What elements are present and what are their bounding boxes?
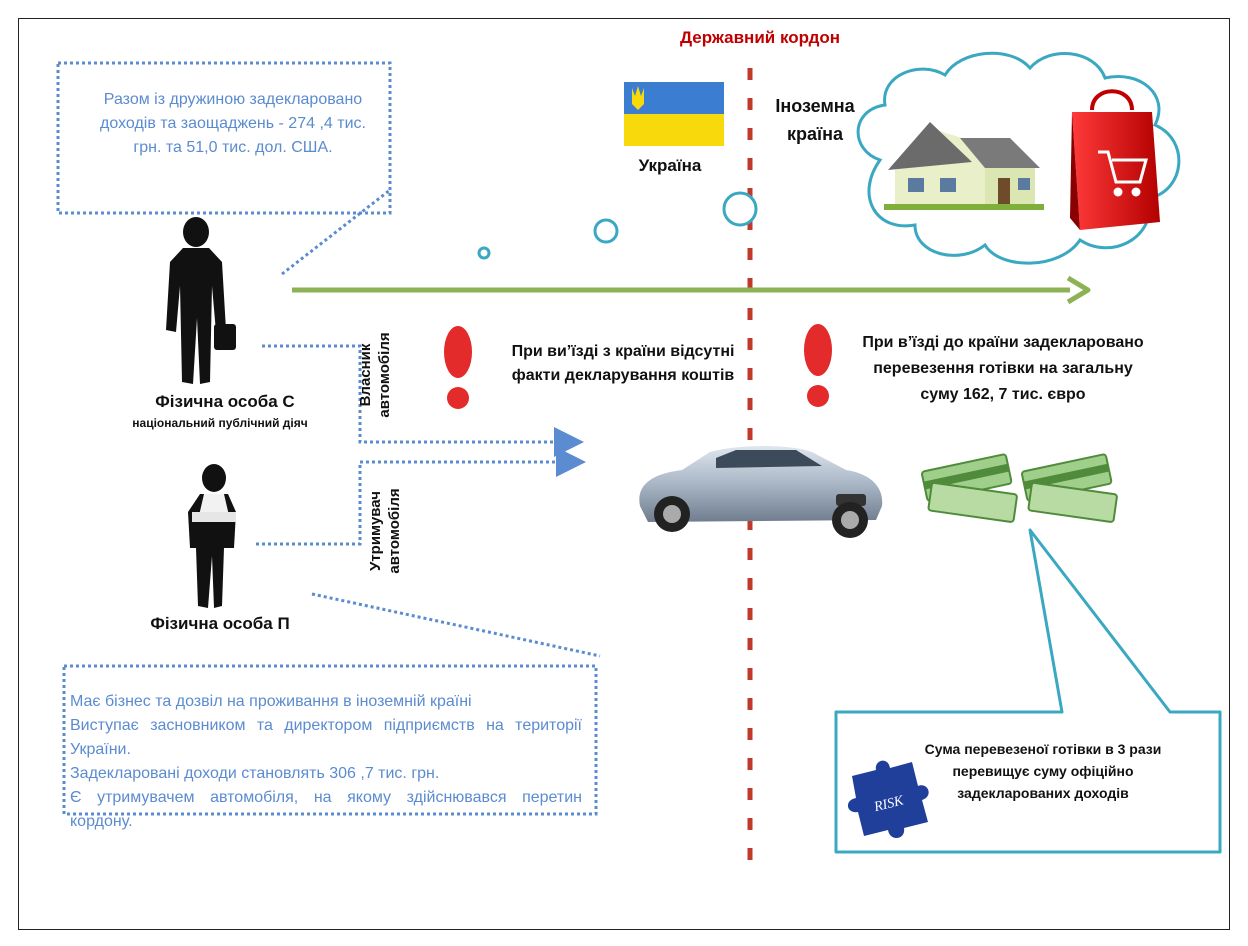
alert-exit-icon (444, 326, 472, 409)
state-border-title: Державний кордон (679, 28, 841, 47)
person-p-info-line: Має бізнес та дозвіл на проживання в іно… (70, 693, 472, 710)
alert-entry-icon (804, 324, 832, 407)
exit-statement: При ви’їзді з країни відсутні факти декл… (511, 343, 735, 384)
owner-label: Власник автомобіля (356, 300, 406, 450)
user-connector-arrow (256, 447, 586, 546)
person-c-role: національний публічний діяч (132, 416, 308, 430)
foreign-country-line-2: країна (787, 124, 843, 144)
foreign-country-label: Іноземна країна (760, 92, 870, 148)
user-label-line-2: автомобіля (386, 488, 403, 574)
person-p-info-line: Виступає засновником та директором підпр… (70, 717, 582, 758)
risk-puzzle-label: RISK (872, 793, 906, 815)
person-p-info-box (62, 664, 598, 816)
person-c-silhouette-icon (166, 217, 236, 384)
house-icon (884, 122, 1044, 210)
cash-stacks-icon (921, 453, 1118, 523)
car-icon (639, 446, 883, 538)
user-label: Утримувач автомобіля (366, 456, 416, 606)
risk-callout-box (834, 528, 1222, 854)
person-c-box-tail (281, 188, 391, 276)
foreign-country-line-1: Іноземна (775, 96, 855, 116)
entry-statement: При в’їзді до країни задекларовано перев… (862, 334, 1144, 403)
person-p-box-tail (311, 592, 601, 658)
person-p-info-text: Має бізнес та дозвіл на проживання в іно… (70, 690, 582, 834)
owner-label-line-1: Власник (357, 343, 374, 407)
risk-puzzle-icon: RISK (847, 760, 929, 839)
person-p-name: Фізична особа П (150, 614, 290, 633)
owner-label-line-2: автомобіля (376, 332, 393, 418)
person-c-info-box (56, 61, 392, 215)
user-label-line-1: Утримувач (367, 491, 384, 572)
person-p-info-line: Задекларовані доходи становлять 306 ,7 т… (70, 765, 440, 782)
ukraine-flag-icon (624, 82, 724, 146)
ukraine-label: Україна (638, 156, 702, 175)
thought-bubbles (477, 191, 758, 260)
risk-statement: Сума перевезеної готівки в 3 рази переви… (924, 741, 1162, 801)
shopping-bag-icon (1070, 89, 1160, 230)
person-p-info-line: Є утримувачем автомобіля, на якому здійс… (70, 789, 582, 830)
slide-frame (18, 18, 1230, 930)
person-p-silhouette-icon (188, 464, 236, 608)
owner-connector-arrow (262, 344, 584, 457)
person-c-name: Фізична особа С (155, 392, 295, 411)
movement-arrow (292, 275, 1091, 305)
person-c-info-text: Разом із дружиною задекларовано доходів … (100, 91, 366, 156)
